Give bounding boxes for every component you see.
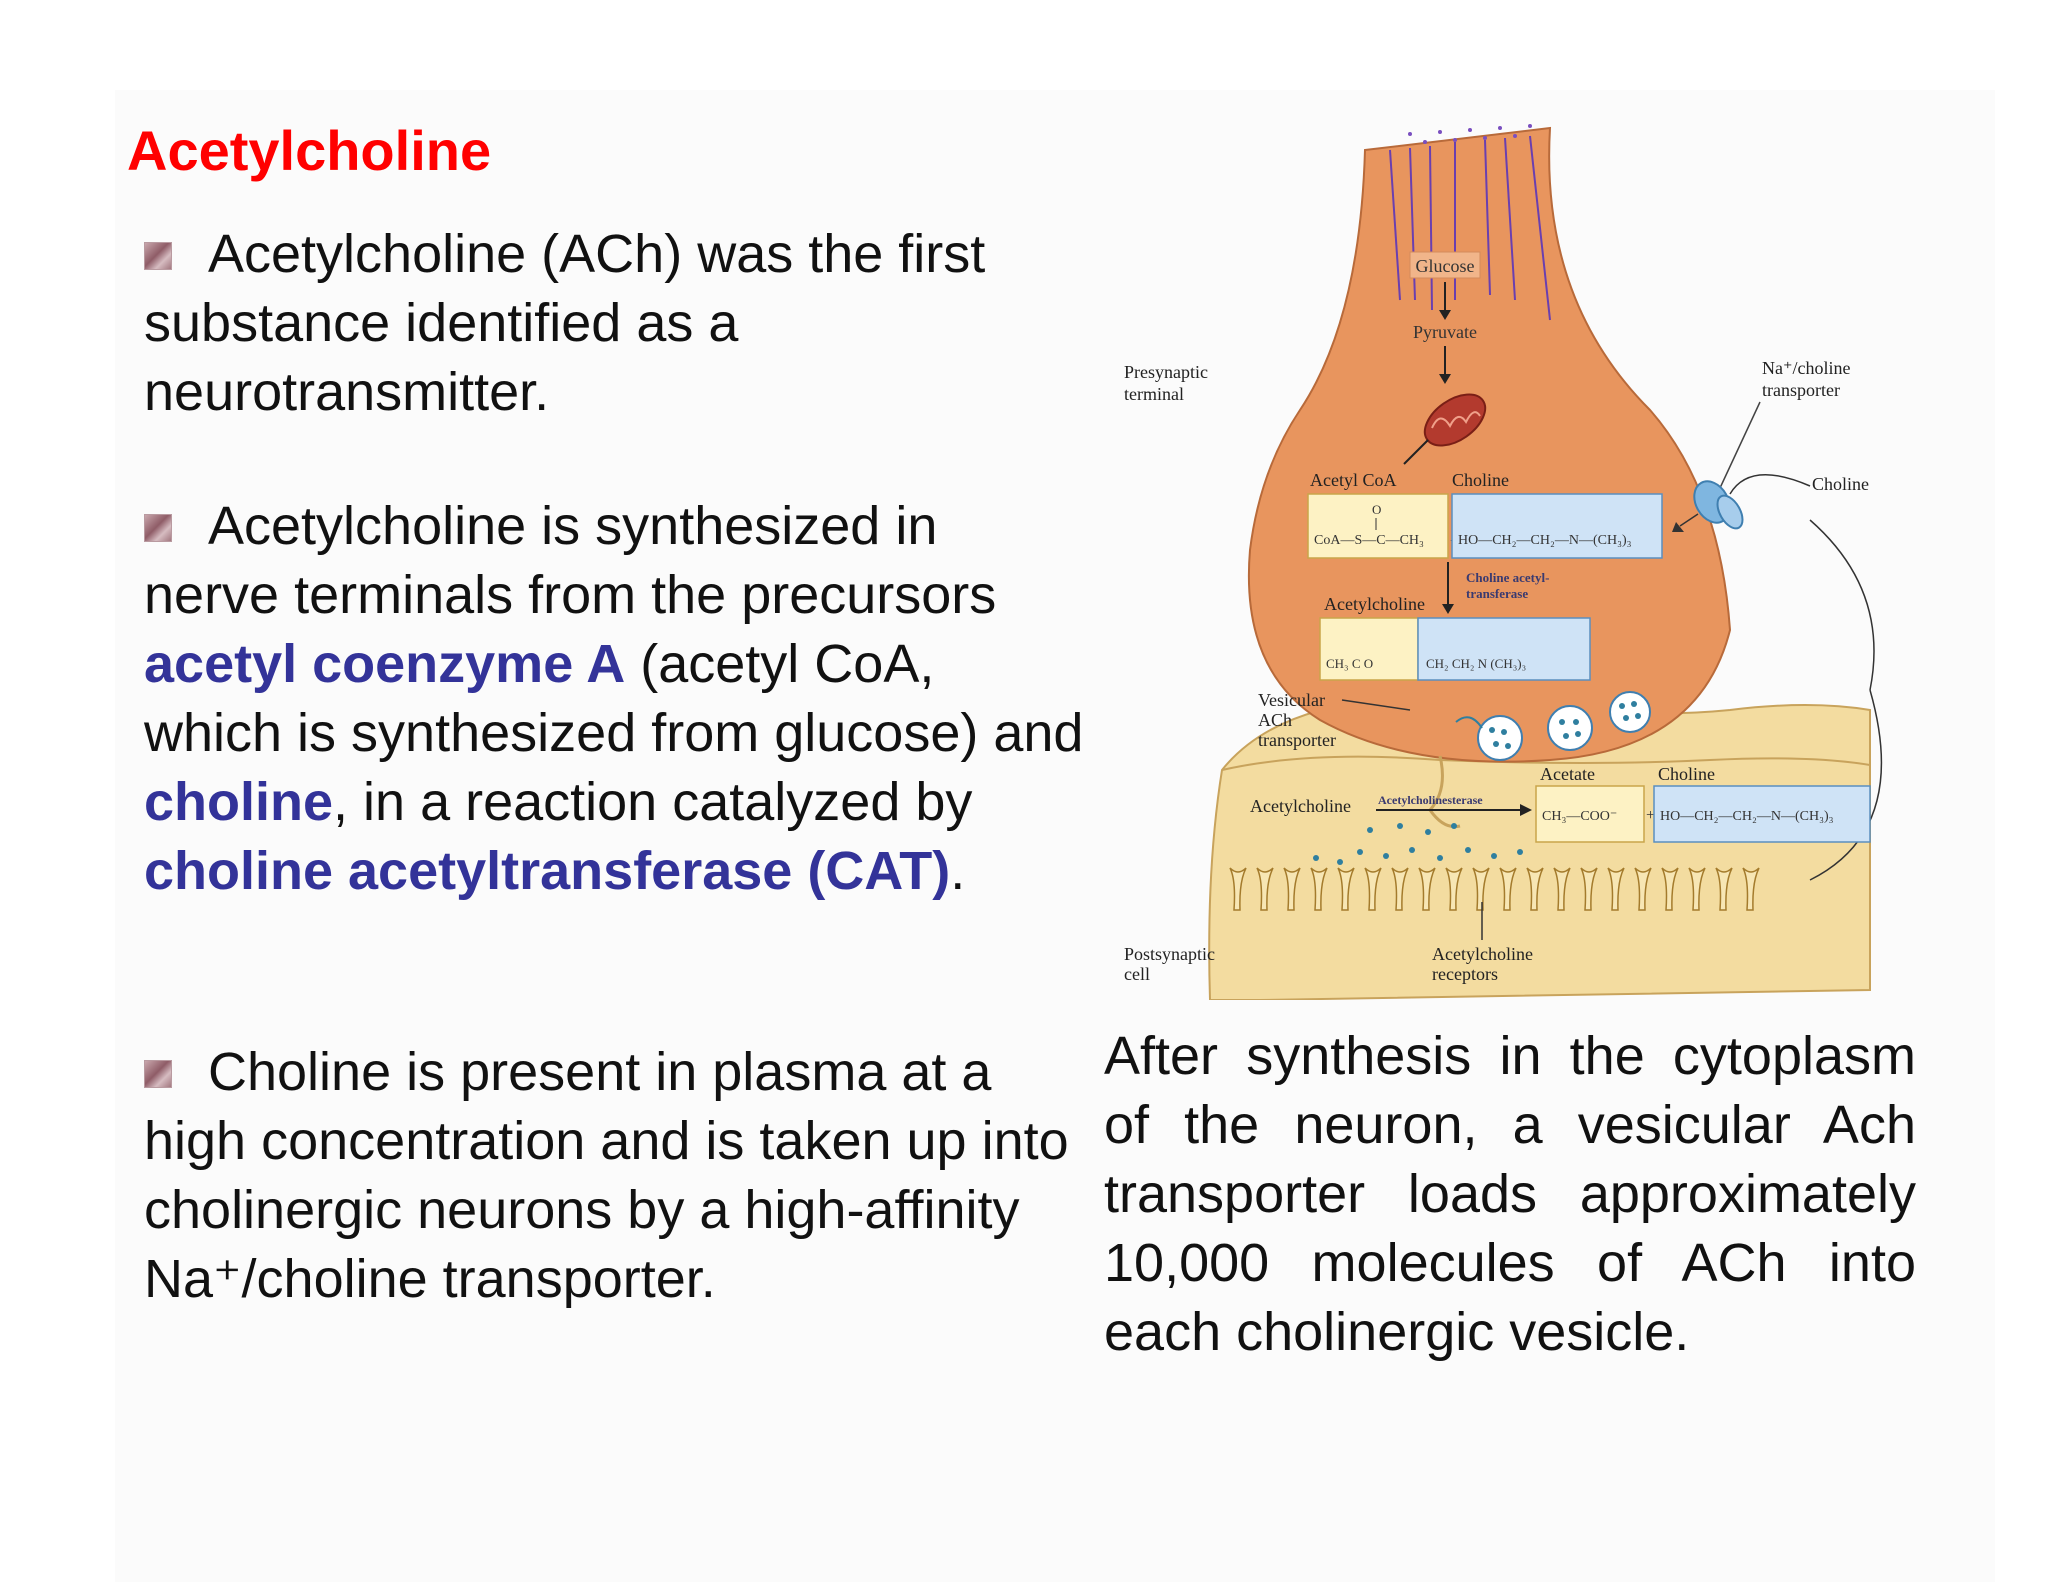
paragraph-3-text: Choline is present in plasma at a high c… [144,1042,1069,1309]
glucose-label: Glucose [1416,256,1475,276]
receptor-icon [1337,867,1355,911]
receptors-label-1: Acetylcholine [1432,944,1533,964]
term-choline: choline [144,772,334,832]
postsynaptic-label: Postsynaptic [1124,944,1215,964]
receptor-icon [1310,867,1328,911]
receptor-icon [1391,867,1409,911]
bullet-icon [144,514,172,542]
paragraph-3: Choline is present in plasma at a high c… [144,1038,1084,1314]
acetate-box [1535,785,1645,843]
choline-formula-2: HO—CH₂—CH₂—N—(CH₃)₃ [1660,809,1834,824]
bullet-icon [144,242,172,270]
pyruvate-label: Pyruvate [1413,322,1477,342]
choline-box [1451,493,1663,559]
receptor-icon [1229,867,1247,911]
acetyl-coa-box [1307,493,1449,559]
cell-label: cell [1124,964,1150,984]
transporter-label: transporter [1762,380,1840,400]
vesicle-ach-dots [1489,701,1641,749]
paragraph-1: Acetylcholine (ACh) was the first substa… [144,220,1084,427]
receptor-icon [1364,867,1382,911]
vesicular-label-2: ACh [1258,710,1292,730]
receptors-label-2: receptors [1432,964,1498,984]
vesicular-label-3: transporter [1258,730,1336,750]
receptor-icon [1283,867,1301,911]
choline-formula: HO—CH₂—CH₂—N—(CH₃)₃ [1458,533,1632,548]
acetylcholine-top-label: Acetylcholine [1324,594,1425,614]
acetate-formula: CH₃—COO⁻ [1542,809,1617,824]
receptor-icon [1688,867,1706,911]
receptor-icon [1553,867,1571,911]
slide-title: Acetylcholine [127,119,492,182]
plus-sign-2: + [1646,807,1655,824]
choline-top-label: Choline [1452,470,1509,490]
receptor-icon [1418,867,1436,911]
synapse-diagram: Glucose Pyruvate Presynaptic terminal Na… [1124,124,1883,1000]
receptor-icon [1445,867,1463,911]
paragraph-2-text-g: . [950,841,966,901]
choline-bottom-label: Choline [1658,764,1715,784]
receptor-icon [1526,867,1544,911]
acetyl-coa-formula: CoA—S—C—CH₃ [1314,533,1424,548]
postsynaptic-outline [1221,755,1871,771]
receptor-icon [1742,867,1760,911]
acetylcholine-box-right [1417,617,1591,681]
acetylcholine-receptors [1229,867,1760,911]
na-choline-label: Na⁺/choline [1762,358,1850,378]
svg-text:O: O [1372,502,1381,517]
choline-box-2 [1653,785,1871,843]
axon-dots [1408,124,1532,144]
bullet-icon [144,1060,172,1088]
receptor-icon [1715,867,1733,911]
synaptic-vesicles [1477,691,1651,761]
paragraph-2: Acetylcholine is synthesized in nerve te… [144,492,1084,906]
axon-fibers [1389,135,1551,321]
vesicular-label-1: Vesicular [1258,690,1325,710]
receptor-icon [1661,867,1679,911]
receptor-icon [1607,867,1625,911]
presynaptic-terminal [1247,126,1732,763]
paragraph-2-text-a: Acetylcholine is synthesized in nerve te… [144,496,997,625]
presynaptic-label: Presynaptic [1124,362,1208,382]
paragraph-1-text: Acetylcholine (ACh) was the first substa… [144,224,986,422]
acetylcholine-box-left [1319,617,1419,681]
ach-formula-left: CH₃ C O [1326,656,1373,671]
term-acetyl-coenzyme-a: acetyl coenzyme A [144,634,626,694]
ach-formula-right: CH₂ CH₂ N (CH₃)₃ [1426,656,1526,671]
acetylcholine-cleft-label: Acetylcholine [1250,796,1351,816]
choline-outside-label: Choline [1812,474,1869,494]
cat-label-2: transferase [1466,586,1528,601]
term-choline-acetyltransferase: choline acetyltransferase (CAT) [144,841,951,901]
receptor-icon [1580,867,1598,911]
figure-caption: After synthesis in the cytoplasm of the … [1104,1026,1916,1362]
paragraph-2-text-c: (acetyl CoA, which is synthesized from g… [144,634,1084,763]
cleft-ach-dots [1313,823,1523,865]
paragraph-2-text-e: , in a reaction catalyzed by [333,772,973,832]
ache-label: Acetylcholinesterase [1378,793,1483,807]
receptor-icon [1472,867,1490,911]
choline-transporter-icon [1693,480,1744,530]
acetate-label: Acetate [1540,764,1595,784]
receptor-icon [1634,867,1652,911]
terminal-label: terminal [1124,384,1184,404]
cat-label-1: Choline acetyl- [1466,570,1549,585]
receptor-icon [1256,867,1274,911]
acetyl-coa-label: Acetyl CoA [1310,470,1396,490]
receptor-icon [1499,867,1517,911]
